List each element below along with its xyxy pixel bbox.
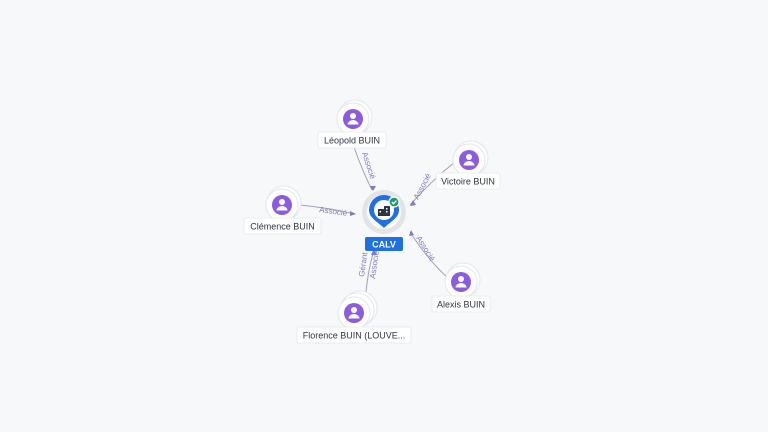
person-node-florence[interactable]: Florence BUIN (LOUVE...	[296, 290, 412, 344]
person-icon	[348, 307, 360, 319]
edge-victoire	[409, 161, 456, 206]
person-name: Florence BUIN (LOUVE...	[303, 331, 406, 341]
edge-arrow-victoire	[410, 200, 416, 206]
person-label-box	[296, 326, 412, 344]
company-label-box	[365, 237, 403, 251]
person-icon	[455, 276, 467, 288]
edge-label-leopold: Associé	[360, 151, 377, 181]
person-node-victoire[interactable]: Victoire BUIN	[435, 140, 501, 190]
edge-alexis	[409, 231, 449, 279]
edge-leopold	[353, 146, 373, 191]
company-name: CALV	[372, 240, 396, 250]
person-node-leopold[interactable]: Léopold BUIN	[317, 99, 387, 149]
edge-arrow-alexis	[409, 230, 414, 236]
person-label-box	[317, 131, 387, 149]
company-node[interactable]: CALV	[362, 190, 406, 251]
person-label-box	[435, 172, 501, 190]
edge-label-alexis: Associé	[414, 234, 437, 263]
person-label-box	[431, 295, 491, 313]
check-circle-icon	[388, 196, 400, 208]
building-icon	[378, 206, 390, 216]
edge-arrow-clemence	[350, 211, 356, 216]
person-name: Clémence BUIN	[250, 222, 315, 232]
person-label-box	[243, 217, 322, 235]
person-icon	[347, 113, 359, 125]
person-icon	[463, 154, 475, 166]
edge-label-victoire: Associé	[412, 171, 433, 200]
edge-arrow-florence	[371, 249, 377, 255]
person-node-alexis[interactable]: Alexis BUIN	[431, 262, 491, 313]
edge-label-clemence: Associé	[319, 205, 349, 218]
person-name: Alexis BUIN	[437, 300, 485, 310]
edge-arrow-leopold	[370, 186, 376, 191]
person-name: Victoire BUIN	[441, 177, 495, 187]
person-node-clemence[interactable]: Clémence BUIN	[243, 185, 322, 235]
edge-label-florence-associe: Associé	[368, 250, 381, 280]
person-name: Léopold BUIN	[324, 136, 380, 146]
edge-label-florence-gerant: Gérant	[357, 251, 369, 277]
person-icon	[276, 199, 288, 211]
